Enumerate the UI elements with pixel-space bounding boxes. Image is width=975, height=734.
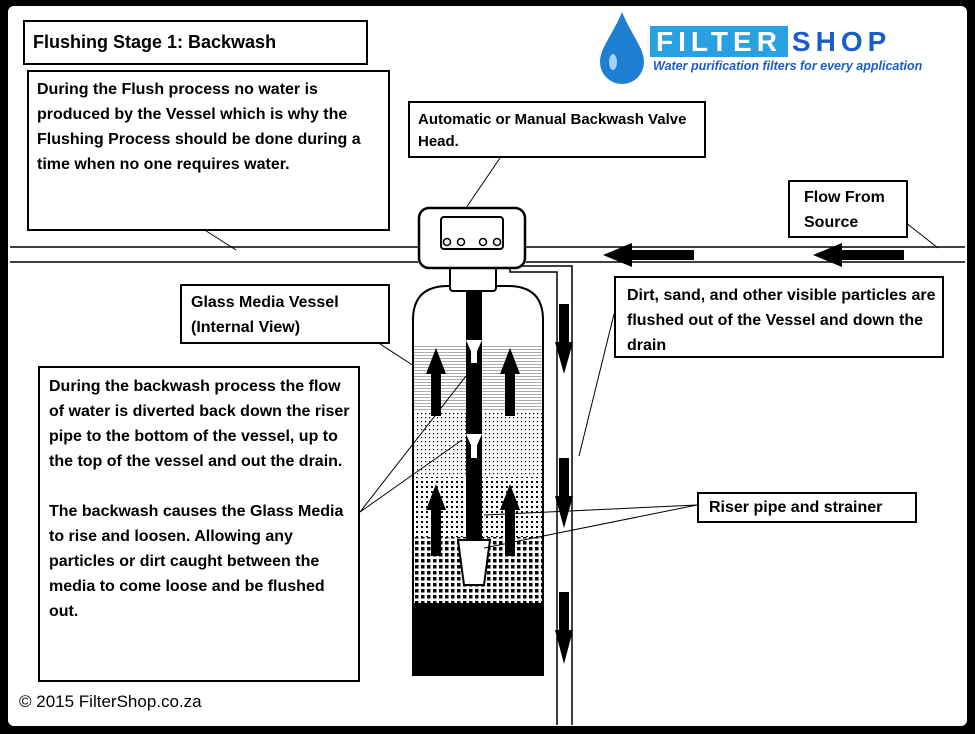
backwash-paragraph: The backwash causes the Glass Media to r… — [49, 503, 344, 620]
copyright-text: © 2015 FilterShop.co.za — [19, 692, 202, 711]
drain-arrow — [555, 592, 573, 664]
flow-arrow — [603, 243, 694, 267]
riser-pipe-label: Riser pipe and strainer — [697, 492, 917, 523]
flow-source-label: Flow From Source — [788, 180, 908, 238]
strainer — [456, 539, 492, 586]
valve-head-label: Automatic or Manual Backwash Valve Head. — [408, 101, 706, 158]
riser-down-arrow — [466, 340, 482, 452]
backwash-info-box: During the backwash process the flow of … — [38, 366, 360, 682]
media-layer-gravel — [414, 603, 542, 674]
page-title: Flushing Stage 1: Backwash — [23, 20, 368, 65]
drain-arrow — [555, 458, 573, 528]
backwash-paragraph: During the backwash process the flow of … — [49, 378, 350, 470]
leader-lines — [199, 157, 939, 549]
water-drop-logo-icon — [600, 12, 644, 84]
logo-tagline: Water purification filters for every app… — [653, 59, 923, 73]
valve-head — [417, 206, 527, 292]
up-arrow — [426, 484, 446, 556]
flow-arrow — [813, 243, 904, 267]
dirt-flush-label: Dirt, sand, and other visible particles … — [614, 276, 944, 358]
up-arrow — [426, 348, 446, 416]
drain-arrow — [555, 304, 573, 374]
riser-pipe — [466, 290, 482, 540]
up-arrow — [500, 348, 520, 416]
up-arrow — [500, 484, 520, 556]
flush-info-box: During the Flush process no water is pro… — [27, 70, 390, 231]
glass-media-label: Glass Media Vessel (Internal View) — [180, 284, 390, 344]
